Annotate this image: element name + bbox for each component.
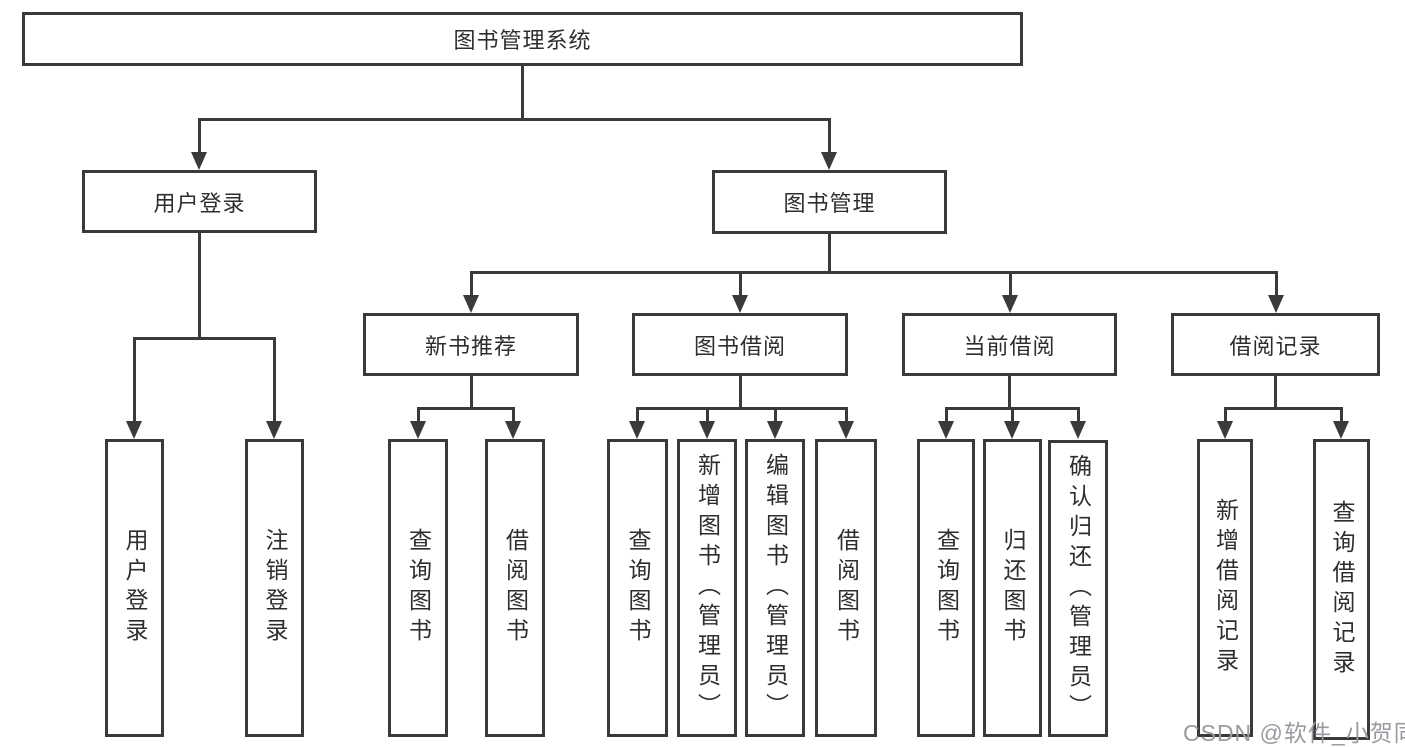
connector-line <box>521 66 524 118</box>
connector-line <box>273 337 276 421</box>
connector-line <box>636 407 847 410</box>
connector-line <box>1077 407 1080 421</box>
leaf-borrow-books-recommend: 借阅图书 <box>485 439 545 737</box>
connector-line <box>417 407 420 421</box>
connector-line <box>828 234 831 271</box>
node-borrow-records: 借阅记录 <box>1171 313 1380 376</box>
leaf-confirm-return-admin: 确认归还（管理员） <box>1048 440 1108 737</box>
connector-line <box>1224 407 1227 421</box>
node-new-book-recommend: 新书推荐 <box>363 313 579 376</box>
connector-line <box>1340 407 1343 421</box>
leaf-borrow-books: 借阅图书 <box>815 439 877 737</box>
csdn-watermark: CSDN @软件_小贺同学 <box>1183 720 1405 746</box>
leaf-query-books-borrow: 查询图书 <box>607 439 668 737</box>
connector-line <box>512 407 515 421</box>
arrowhead-icon <box>1268 295 1284 313</box>
arrowhead-icon <box>767 421 783 439</box>
connector-line <box>198 118 201 152</box>
node-user-login: 用户登录 <box>82 170 317 233</box>
arrowhead-icon <box>191 152 207 170</box>
leaf-add-books-admin: 新增图书（管理员） <box>677 439 737 737</box>
arrowhead-icon <box>938 421 954 439</box>
leaf-query-books-recommend: 查询图书 <box>388 439 448 737</box>
connector-line <box>1011 407 1014 421</box>
connector-line <box>133 337 136 421</box>
connector-line <box>198 118 831 121</box>
connector-line <box>1224 407 1343 410</box>
leaf-return-books: 归还图书 <box>983 439 1042 737</box>
arrowhead-icon <box>410 421 426 439</box>
arrowhead-icon <box>838 421 854 439</box>
connector-line <box>828 118 831 152</box>
arrowhead-icon <box>1333 421 1349 439</box>
connector-line <box>198 233 201 337</box>
connector-line <box>470 271 1278 274</box>
node-book-borrow: 图书借阅 <box>632 313 848 376</box>
connector-line <box>133 337 276 340</box>
connector-line <box>1274 376 1277 407</box>
connector-line <box>739 376 742 407</box>
connector-line <box>945 407 948 421</box>
connector-line <box>706 407 709 421</box>
arrowhead-icon <box>126 421 142 439</box>
arrowhead-icon <box>1004 421 1020 439</box>
node-current-borrow: 当前借阅 <box>902 313 1117 376</box>
leaf-query-borrow-record: 查询借阅记录 <box>1313 439 1370 740</box>
connector-line <box>739 271 742 295</box>
arrowhead-icon <box>1070 421 1086 439</box>
arrowhead-icon <box>266 421 282 439</box>
arrowhead-icon <box>821 152 837 170</box>
arrowhead-icon <box>629 421 645 439</box>
connector-line <box>1275 271 1278 295</box>
arrowhead-icon <box>699 421 715 439</box>
arrowhead-icon <box>1002 295 1018 313</box>
leaf-user-login: 用户登录 <box>105 439 164 737</box>
connector-line <box>845 407 848 421</box>
arrowhead-icon <box>1217 421 1233 439</box>
connector-line <box>417 407 515 410</box>
arrowhead-icon <box>732 295 748 313</box>
leaf-edit-books-admin: 编辑图书（管理员） <box>745 439 805 737</box>
leaf-logout: 注销登录 <box>245 439 304 737</box>
arrowhead-icon <box>505 421 521 439</box>
arrowhead-icon <box>463 295 479 313</box>
node-book-management: 图书管理 <box>712 170 947 234</box>
connector-line <box>470 376 473 407</box>
connector-line <box>636 407 639 421</box>
connector-line <box>1008 376 1011 407</box>
leaf-query-books-current: 查询图书 <box>917 439 975 737</box>
node-library-system: 图书管理系统 <box>22 12 1023 66</box>
connector-line <box>470 271 473 295</box>
connector-line <box>774 407 777 421</box>
leaf-add-borrow-record: 新增借阅记录 <box>1197 439 1253 737</box>
connector-line <box>1009 271 1012 295</box>
